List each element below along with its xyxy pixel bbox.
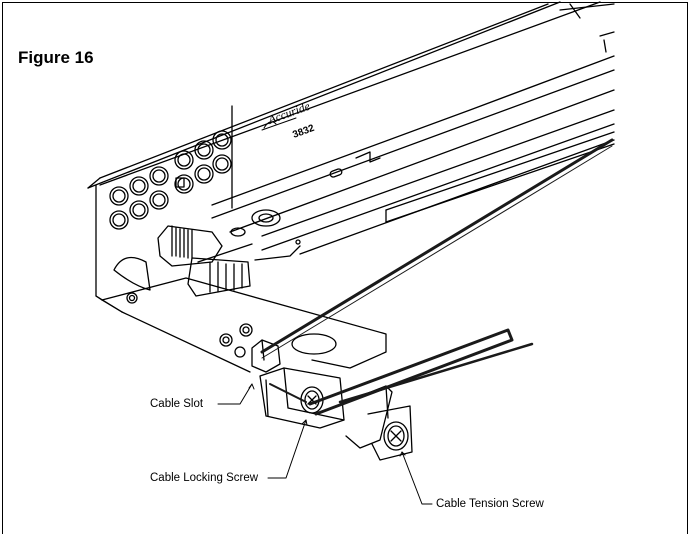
- logo-brand-text: Accuride: [265, 99, 312, 128]
- accuride-logo: Accuride 3832: [261, 99, 316, 141]
- mounting-bracket: [101, 277, 387, 373]
- slide-rail: [87, 1, 615, 313]
- cables: [260, 138, 614, 416]
- callout-cable-slot: Cable Slot: [150, 398, 204, 410]
- rail-slots: [230, 151, 381, 245]
- cable-tension-screw: [383, 421, 409, 451]
- logo-model-text: 3832: [291, 123, 316, 141]
- leader-lines: [217, 383, 433, 505]
- callout-cable-locking-screw: Cable Locking Screw: [150, 472, 259, 484]
- callout-cable-tension-screw: Cable Tension Screw: [436, 498, 544, 510]
- cable-slot-block: [251, 339, 345, 429]
- rail-hole-pattern: [109, 130, 232, 230]
- figure-title: Figure 16: [18, 48, 94, 67]
- latch-mechanism: [113, 225, 251, 304]
